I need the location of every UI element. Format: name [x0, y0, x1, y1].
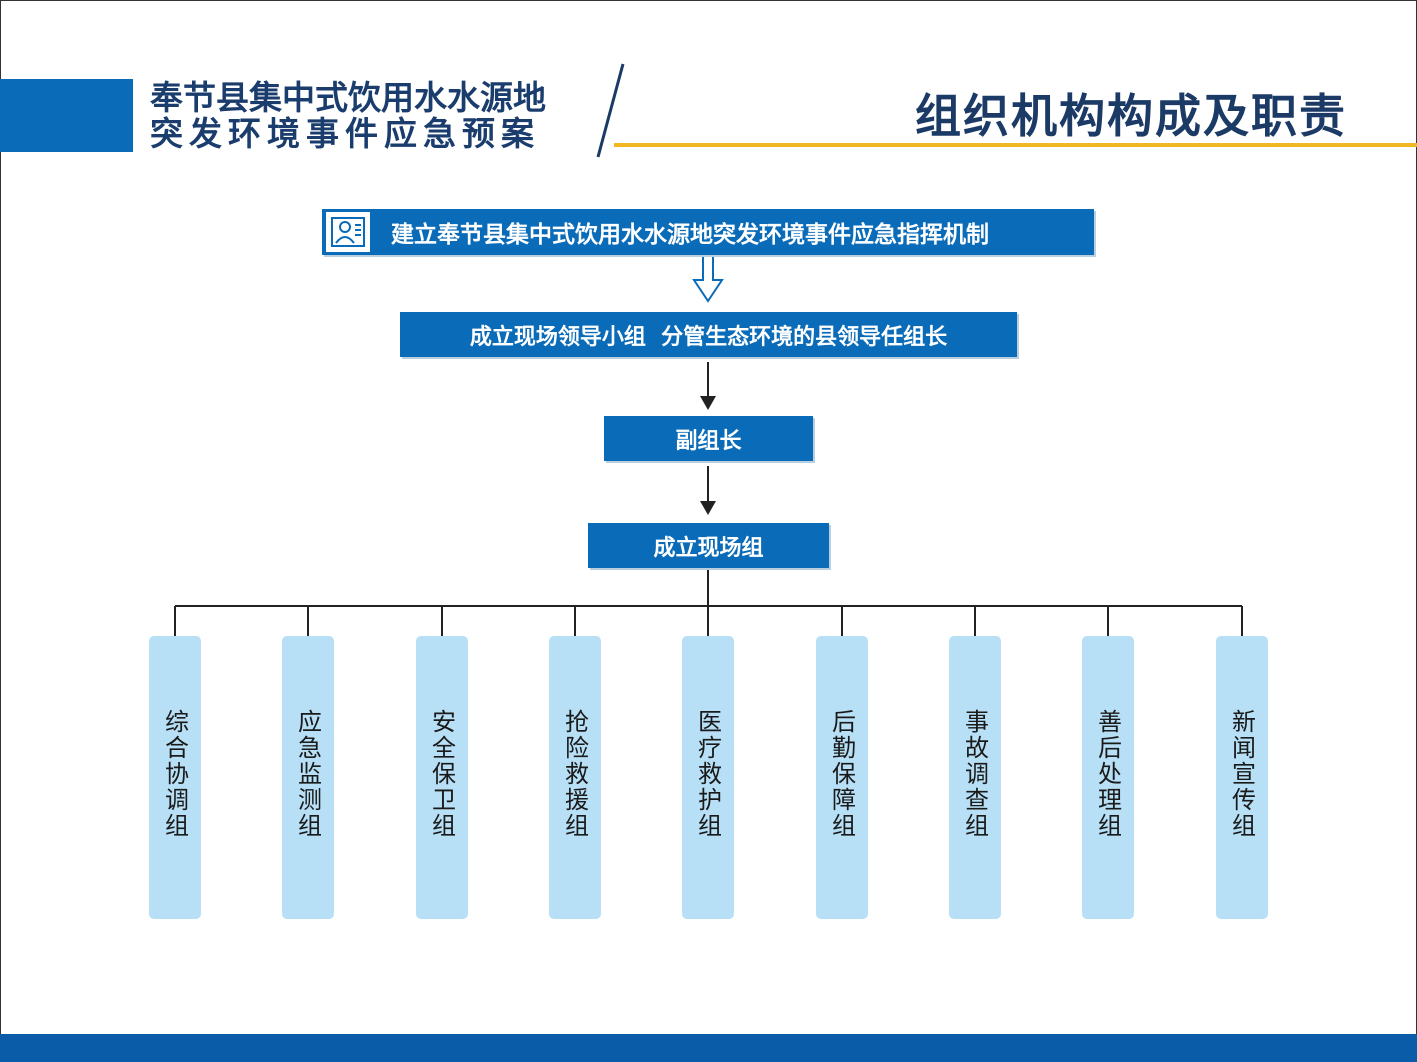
group-label: 善后处理组: [1093, 709, 1122, 839]
header-blue-block: [0, 79, 133, 152]
section-title: 组织机构构成及职责: [915, 89, 1347, 143]
group-box: 安全保卫组: [416, 636, 468, 919]
command-mechanism-box: 建立奉节县集中式饮用水水源地突发环境事件应急指挥机制: [322, 209, 1094, 255]
site-group-box: 成立现场组: [588, 523, 829, 568]
group-label: 抢险救援组: [560, 709, 589, 839]
site-group-label: 成立现场组: [653, 535, 764, 561]
header-gold-line: [614, 143, 1417, 147]
footer-bar: [0, 1034, 1417, 1062]
group-box: 后勤保障组: [816, 636, 868, 919]
group-label: 应急监测组: [293, 709, 322, 839]
group-label: 综合协调组: [160, 709, 189, 839]
group-box: 新闻宣传组: [1216, 636, 1268, 919]
group-label: 新闻宣传组: [1227, 709, 1256, 839]
group-box: 抢险救援组: [549, 636, 601, 919]
leader-group-box: 成立现场领导小组 分管生态环境的县领导任组长: [400, 312, 1017, 357]
hollow-arrow-icon: [692, 255, 724, 303]
group-label: 事故调查组: [960, 709, 989, 839]
leader-group-label: 成立现场领导小组 分管生态环境的县领导任组长: [469, 324, 948, 350]
deputy-leader-label: 副组长: [675, 428, 742, 454]
group-box: 综合协调组: [149, 636, 201, 919]
group-box: 善后处理组: [1082, 636, 1134, 919]
person-document-icon: [325, 211, 371, 253]
group-box: 医疗救护组: [682, 636, 734, 919]
group-box: 事故调查组: [949, 636, 1001, 919]
group-label: 后勤保障组: [827, 709, 856, 839]
group-label: 医疗救护组: [693, 709, 722, 839]
deputy-leader-box: 副组长: [604, 416, 813, 461]
group-label: 安全保卫组: [427, 709, 456, 839]
header-slash: [596, 63, 625, 158]
command-mechanism-label: 建立奉节县集中式饮用水水源地突发环境事件应急指挥机制: [391, 222, 989, 248]
plan-title-line1: 奉节县集中式饮用水水源地: [150, 78, 546, 117]
plan-title-line2: 突发环境事件应急预案: [150, 114, 540, 153]
arrow-down-icon: [700, 501, 716, 515]
group-box: 应急监测组: [282, 636, 334, 919]
arrow-down-icon: [700, 396, 716, 410]
